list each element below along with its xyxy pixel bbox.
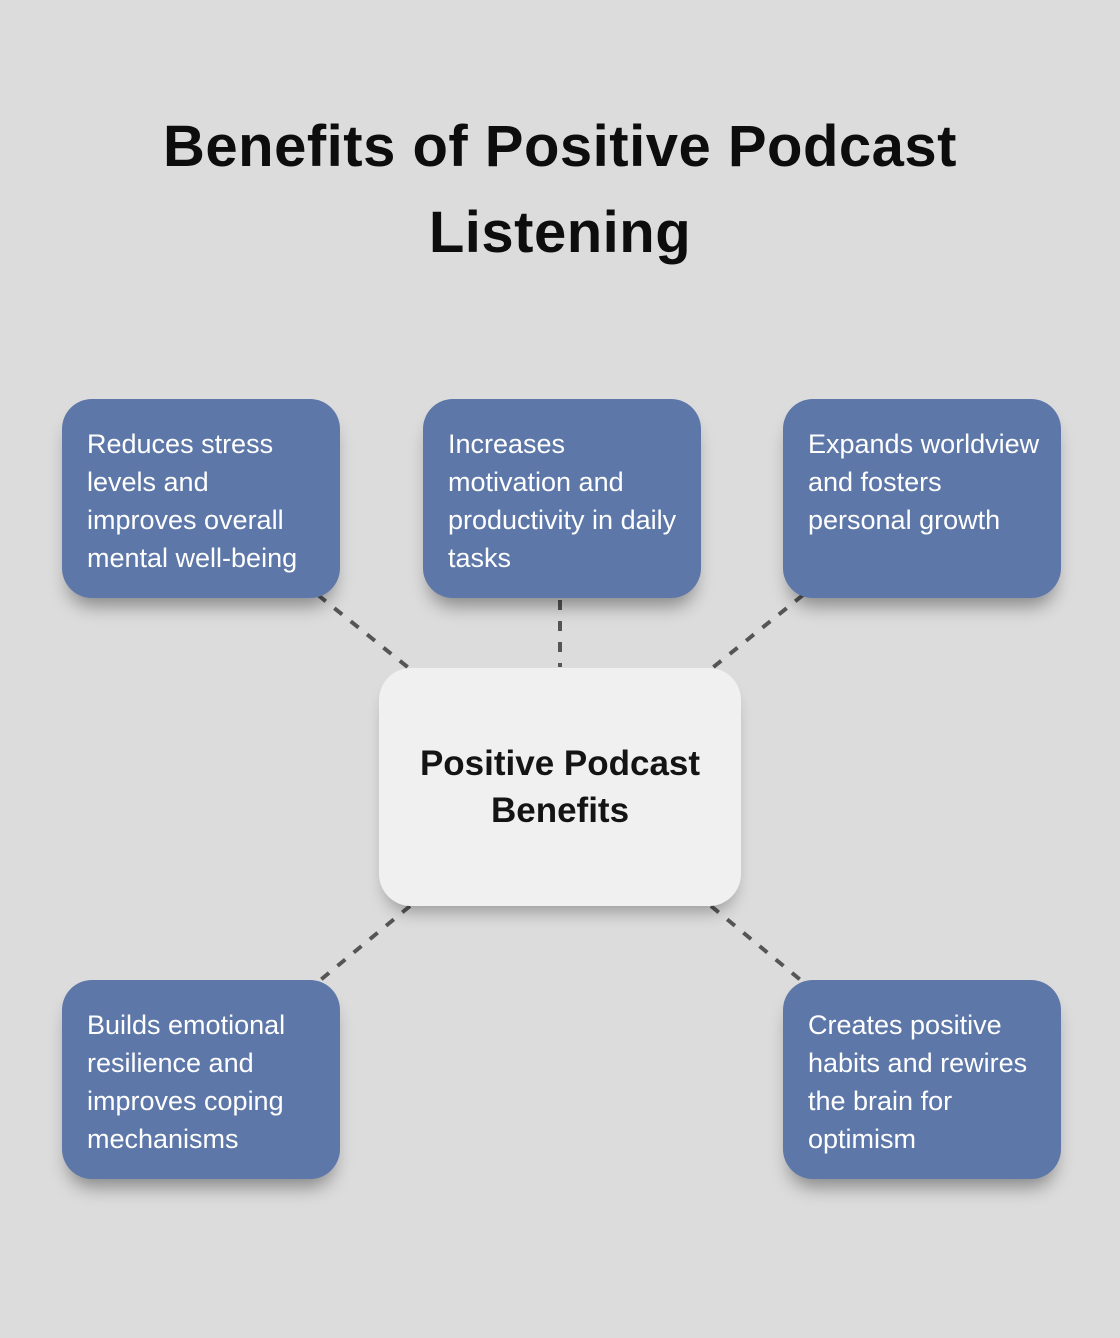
page-title: Benefits of Positive Podcast Listening xyxy=(163,114,957,265)
center-node: Positive Podcast Benefits xyxy=(379,668,741,906)
connector-bottom-left xyxy=(316,904,412,984)
connector-top-right xyxy=(709,593,805,671)
center-node-label: Positive Podcast Benefits xyxy=(419,744,701,830)
node-reduces-stress: Reduces stress levels and improves overa… xyxy=(62,399,340,598)
node-builds-resilience: Builds emotional resilience and improves… xyxy=(62,980,340,1179)
node-label: Increases motivation and productivity in… xyxy=(448,429,677,573)
node-label: Reduces stress levels and improves overa… xyxy=(87,429,298,573)
node-expands-worldview: Expands worldview and fosters personal g… xyxy=(783,399,1061,598)
connector-top-left xyxy=(316,593,412,671)
node-label: Creates positive habits and rewires the … xyxy=(808,1010,1028,1154)
node-increases-motivation: Increases motivation and productivity in… xyxy=(423,399,701,598)
node-label: Expands worldview and fosters personal g… xyxy=(808,429,1040,535)
node-label: Builds emotional resilience and improves… xyxy=(87,1010,286,1154)
node-creates-habits: Creates positive habits and rewires the … xyxy=(783,980,1061,1179)
connector-bottom-right xyxy=(709,904,805,984)
